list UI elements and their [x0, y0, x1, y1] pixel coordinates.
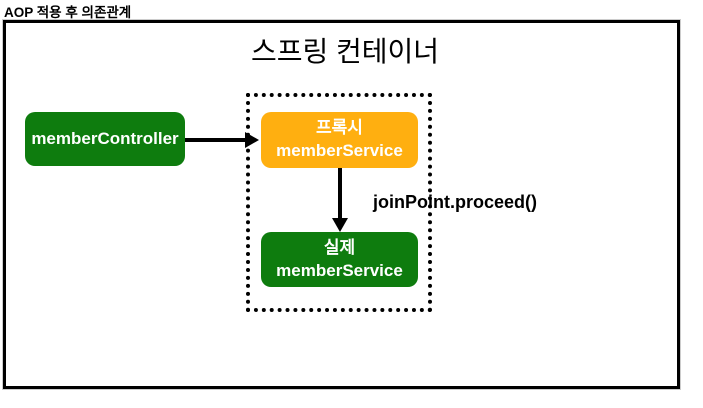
member-controller-node: memberController	[25, 112, 185, 166]
proxy-node-line1: 프록시	[316, 118, 363, 138]
page-title: AOP 적용 후 의존관계	[4, 5, 132, 20]
spring-container-title: 스프링 컨테이너	[250, 36, 440, 67]
joinpoint-proceed-label: joinPoint.proceed()	[373, 192, 537, 212]
proxy-node-line2: memberService	[276, 141, 403, 160]
controller-to-proxy-arrow-shaft	[185, 138, 246, 142]
member-controller-label: memberController	[31, 128, 179, 148]
proxy-boundary-dotted-box	[246, 93, 432, 312]
proxy-to-real-arrow-shaft	[338, 168, 342, 219]
proxy-member-service-node: 프록시 memberService	[261, 112, 418, 168]
real-node-line2: memberService	[276, 260, 403, 280]
real-node-line1: 실제	[323, 237, 356, 257]
real-member-service-node: 실제 memberService	[261, 232, 418, 287]
proxy-to-real-arrowhead-icon	[332, 218, 348, 232]
